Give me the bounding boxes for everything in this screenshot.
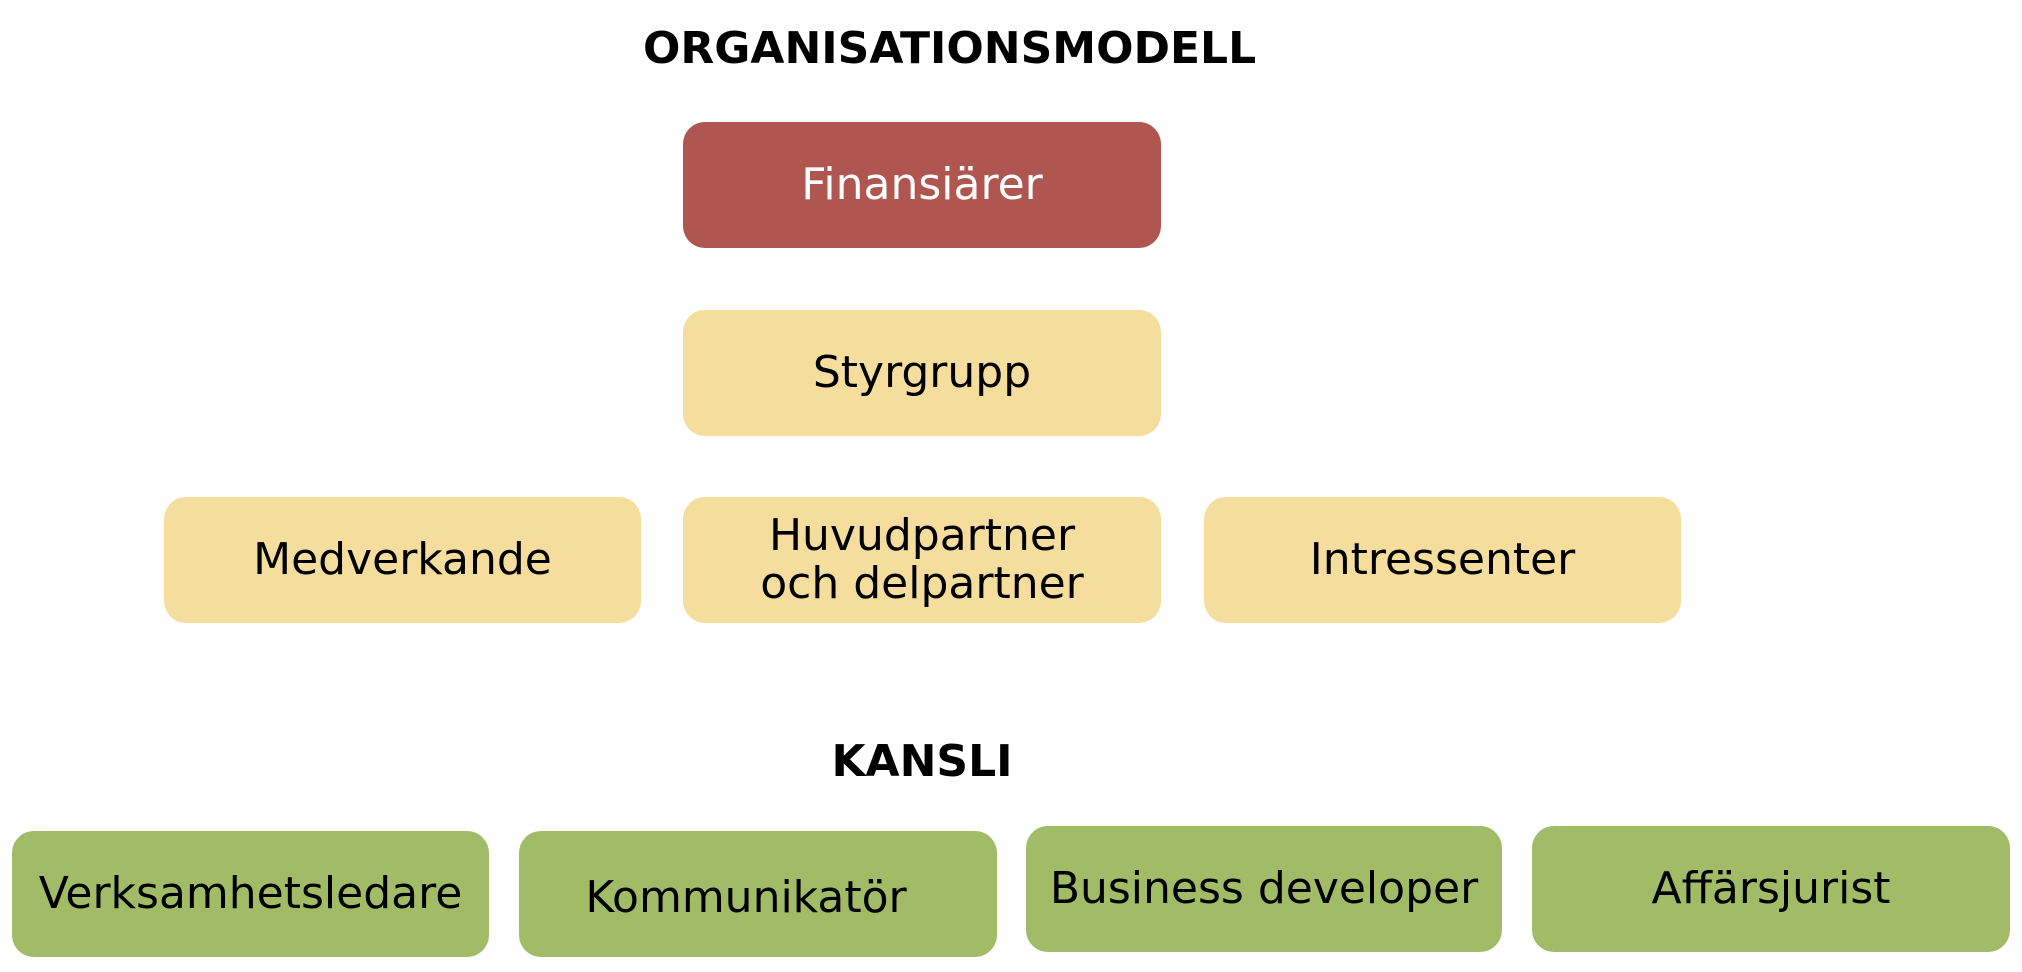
steering-group-box: Styrgrupp (683, 310, 1161, 436)
financiers-label: Finansiärer (801, 159, 1043, 211)
communicator-box: Kommunikatör (519, 831, 997, 957)
main-partner-label-line1: Huvudpartner (768, 510, 1076, 562)
diagram-title: ORGANISATIONSMODELL (643, 23, 1257, 74)
contributors-label: Medverkande (253, 534, 552, 586)
business-developer-label: Business developer (1049, 863, 1479, 915)
financiers-box: Finansiärer (683, 122, 1161, 248)
kansli-heading: KANSLI (831, 736, 1013, 787)
contributors-box: Medverkande (164, 497, 641, 623)
operations-manager-box: Verksamhetsledare (12, 831, 489, 957)
stakeholders-box: Intressenter (1204, 497, 1681, 623)
communicator-label: Kommunikatör (585, 872, 907, 924)
stakeholders-label: Intressenter (1309, 534, 1576, 586)
steering-group-label: Styrgrupp (812, 347, 1032, 399)
business-developer-box: Business developer (1026, 826, 1502, 952)
main-partner-box: Huvudpartner och delpartner (683, 497, 1161, 623)
business-lawyer-label: Affärsjurist (1651, 863, 1891, 915)
operations-manager-label: Verksamhetsledare (38, 868, 463, 920)
main-partner-label: Huvudpartner och delpartner (760, 512, 1084, 607)
business-lawyer-box: Affärsjurist (1532, 826, 2010, 952)
main-partner-label-line2: och delpartner (760, 558, 1084, 609)
